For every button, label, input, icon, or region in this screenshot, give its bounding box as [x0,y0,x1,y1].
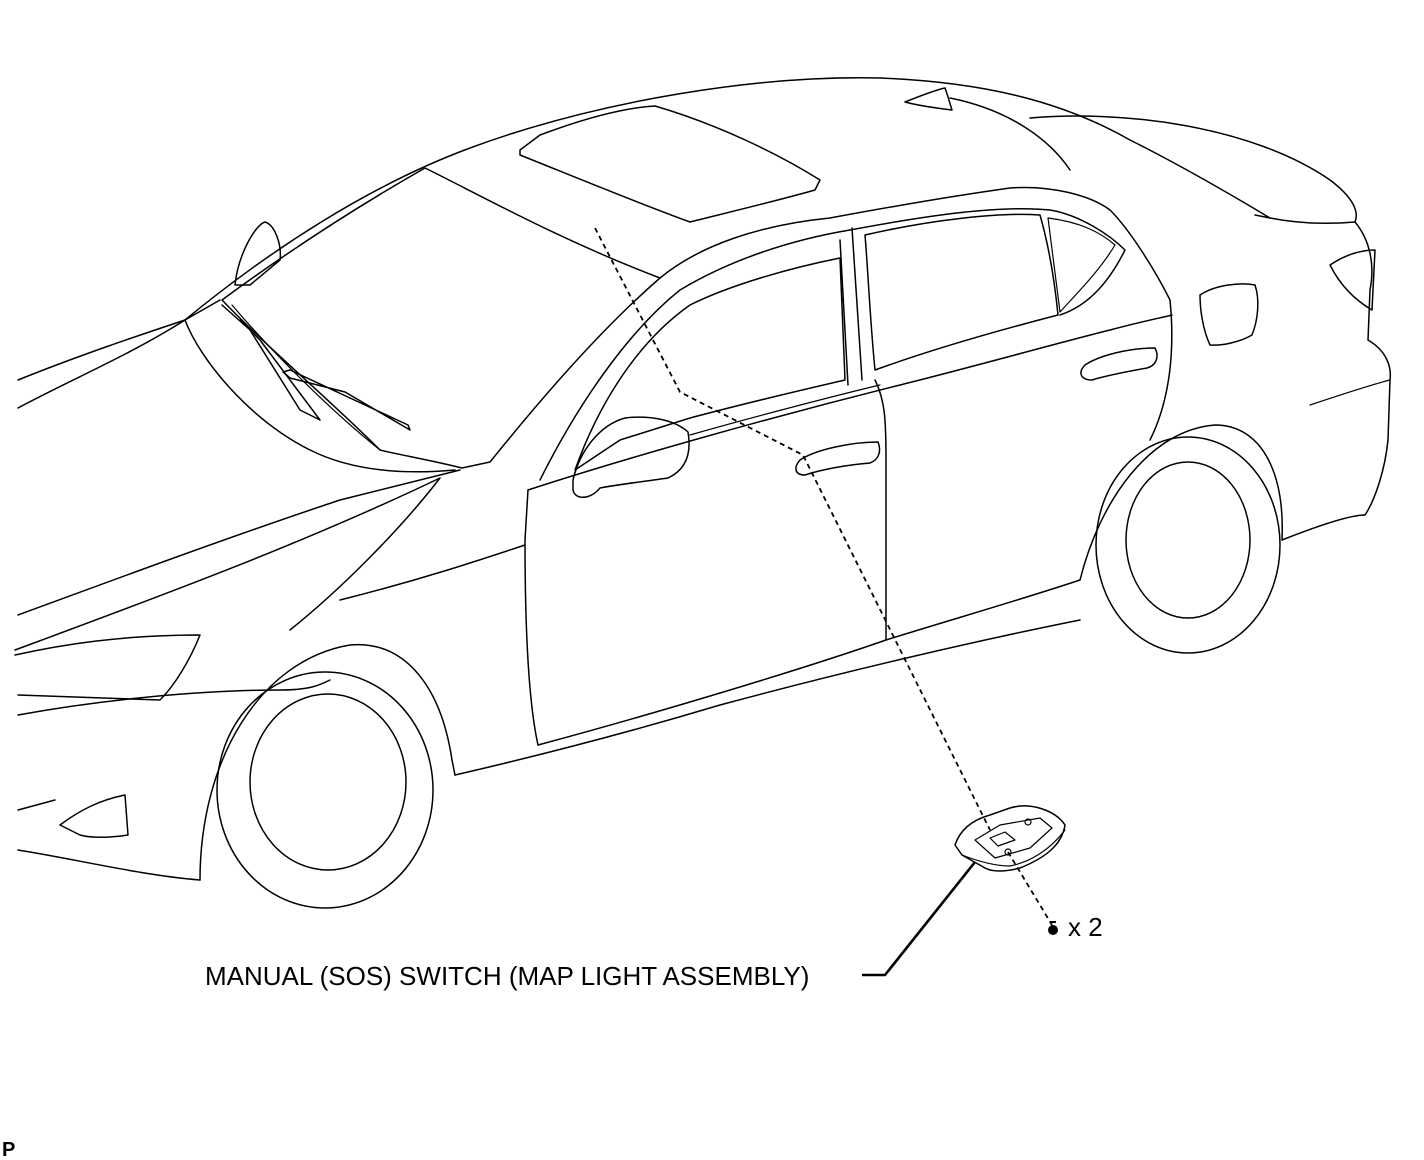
car-windshield [221,167,661,469]
car-hood-front [17,469,461,616]
car-rear-end [1354,221,1392,516]
car-roof-outline [184,77,1271,321]
map-light-housing [954,805,1066,872]
part-leader-line [862,861,977,977]
car-rear-wheel-arch [1079,424,1283,581]
car-rear-bumper-lower [1281,514,1366,541]
car-headlight [14,634,201,701]
screw-count-label: x 2 [1068,912,1103,942]
map-light-assembly [954,805,1066,872]
car-fender-line [14,477,441,651]
car-door-split [874,379,887,641]
corner-code: P [2,1139,15,1160]
car-rocker [537,579,1081,746]
car-taillight [1329,249,1376,311]
car-front-rim [249,693,407,871]
car-front-door-handle [795,441,881,476]
car-beltline [527,314,1173,491]
car-beltline-2 [689,384,881,436]
car-rear-bumper-line [1309,379,1391,406]
car-rocker-lower [454,619,1081,776]
car-wiper-right [282,369,411,431]
car-antenna [904,87,953,111]
car-hood-left [17,299,221,381]
car-illustration [14,77,1392,909]
car-front-window [574,257,846,471]
car-side-window-frame [539,207,1126,481]
map-light-screw-hole-2 [1004,848,1012,856]
car-quarter-glass [1047,217,1116,313]
part-label: MANUAL (SOS) SWITCH (MAP LIGHT ASSEMBLY) [205,961,809,991]
car-rear-window [864,213,1059,371]
car-rear-door-handle [1080,347,1158,381]
map-light-screw-hole-1 [1024,818,1032,826]
car-front-door [524,489,539,746]
guide-line-roof [594,227,991,831]
map-light-inner [974,817,1053,859]
car-fender-line-2 [339,544,526,601]
car-side-mirror [572,416,690,498]
car-front-lower [17,849,201,881]
car-hood-crease [184,319,456,473]
car-rear-rim [1125,461,1251,619]
screw-icon [1048,921,1058,935]
car-b-pillar [839,227,863,386]
car-fuel-door [1199,283,1259,346]
car-sunroof [519,105,821,223]
car-front-wheel-arch [199,643,456,881]
car-front-grille-edge [17,799,56,811]
map-light-edge [961,829,1066,867]
car-roof-rear-edge [949,97,1071,171]
car-front-tire [216,671,434,909]
car-front-bumper [17,679,331,716]
map-light-lens [989,831,1016,847]
car-wiper-left [221,304,321,421]
car-rear-tire [1095,436,1281,654]
car-trunk [1029,115,1357,224]
car-a-pillar [659,186,1173,441]
car-fog-light [59,794,129,838]
installation-guides [594,227,1053,926]
car-windshield-inner [231,304,381,451]
car-hood-line [17,319,186,409]
car-far-mirror [234,221,282,286]
